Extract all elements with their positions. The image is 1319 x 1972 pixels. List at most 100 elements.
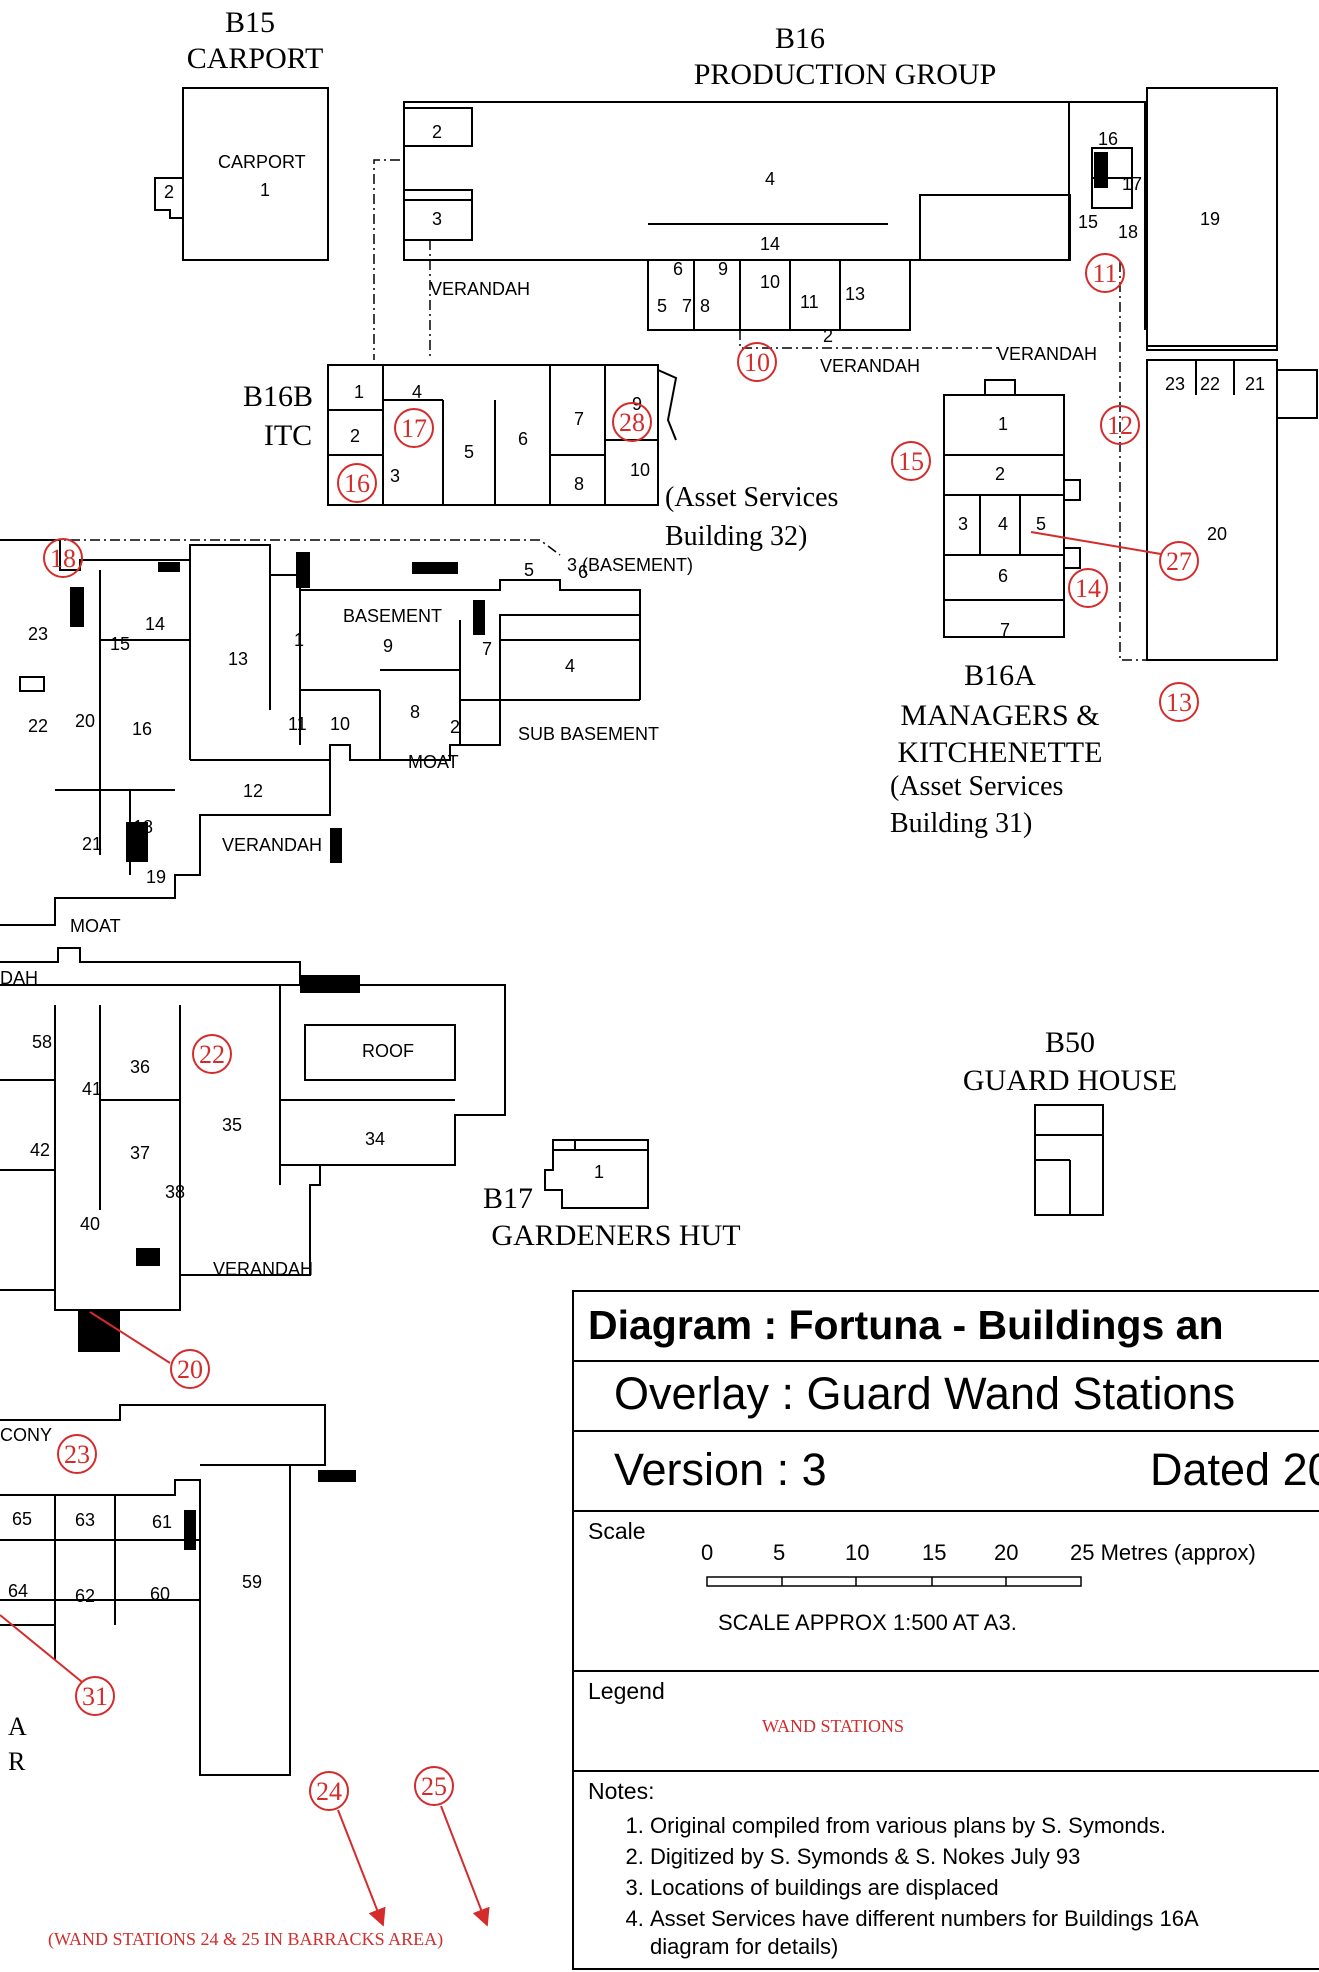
b16-room: 18 <box>1118 222 1138 242</box>
b16a-room: 2 <box>995 464 1005 484</box>
main-room: 21 <box>82 834 102 854</box>
b16a-room: 7 <box>1000 620 1010 640</box>
notes-continuation: diagram for details) <box>650 1934 839 1959</box>
b16a-room: 6 <box>998 566 1008 586</box>
b16a-room: 3 <box>958 514 968 534</box>
b16-room: 20 <box>1207 524 1227 544</box>
b16-room: 7 <box>682 296 692 316</box>
b15-id: B15 <box>225 6 275 39</box>
wand-station-marker <box>309 1771 349 1811</box>
wand-station-marker <box>1100 405 1140 445</box>
wand-station-label: 10 <box>744 348 770 377</box>
b16-room: 13 <box>845 284 865 304</box>
wand-station-marker <box>1068 568 1108 608</box>
building-b16b-outline <box>327 364 678 506</box>
b16b-asset-line2: Building 32) <box>665 521 807 552</box>
wand-station-marker <box>891 441 931 481</box>
wand-station-label: 27 <box>1166 547 1192 576</box>
lower-room: 34 <box>365 1129 385 1149</box>
version-label: Version : 3 <box>614 1444 827 1495</box>
wand-station-marker <box>192 1034 232 1074</box>
scale-end-label: 25 Metres (approx) <box>1070 1540 1256 1565</box>
lower-room: 60 <box>150 1584 170 1604</box>
b16-room: 14 <box>760 234 780 254</box>
wand-station-label: 12 <box>1107 411 1133 440</box>
overlay-title: Overlay : Guard Wand Stations <box>614 1368 1236 1419</box>
lower-room: 40 <box>80 1214 100 1234</box>
wand-station-label: 20 <box>177 1355 203 1384</box>
title-block: Diagram : Fortuna - Buildings an Overlay… <box>572 1290 1319 1970</box>
version-row: Version : 3 Dated 20 <box>574 1432 1319 1512</box>
b16b-asset-line1: (Asset Services <box>665 482 838 513</box>
wand-station-marker <box>394 408 434 448</box>
b16-room: 2 <box>823 326 833 346</box>
title-row: Diagram : Fortuna - Buildings an <box>574 1292 1319 1362</box>
wand-station-marker <box>1159 541 1199 581</box>
main-room: 19 <box>146 867 166 887</box>
main-room: 13 <box>228 649 248 669</box>
building-b50-outline <box>1034 1104 1104 1216</box>
b15-name: CARPORT <box>187 42 324 75</box>
b16-room: 9 <box>718 259 728 279</box>
verandah-label: VERANDAH <box>997 344 1097 364</box>
main-room: 1 <box>294 630 304 650</box>
main-room: 18 <box>133 817 153 837</box>
b16b-room: 5 <box>464 442 474 462</box>
notes-list: Original compiled from various plans by … <box>612 1810 1199 1934</box>
b16b-room: 1 <box>354 382 364 402</box>
building-b16-outline <box>403 87 1318 661</box>
verandah-label: VERANDAH <box>222 835 322 855</box>
main-room: 16 <box>132 719 152 739</box>
moat-label: MOAT <box>70 916 121 936</box>
verandah-label: VERANDAH <box>820 356 920 376</box>
b50-name: GUARD HOUSE <box>963 1064 1177 1097</box>
main-room: 10 <box>330 714 350 734</box>
main-room: 22 <box>28 716 48 736</box>
left-letter-r: R <box>8 1747 26 1776</box>
wand-station-marker <box>337 463 377 503</box>
legend-label: Legend <box>588 1678 665 1704</box>
building-bottom-outline <box>0 1404 326 1776</box>
b16-room: 3 <box>432 209 442 229</box>
scale-label: Scale <box>588 1518 646 1544</box>
lower-room: 65 <box>12 1509 32 1529</box>
main-room: 6 <box>578 562 588 582</box>
b17-name: GARDENERS HUT <box>491 1219 740 1252</box>
b16b-room: 7 <box>574 409 584 429</box>
lower-room: 58 <box>32 1032 52 1052</box>
cony-label: CONY <box>0 1425 52 1445</box>
lower-room: 63 <box>75 1510 95 1530</box>
scale-row: Scale 0 5 10 15 20 25 Metres (approx) SC… <box>574 1512 1319 1672</box>
main-room: 12 <box>243 781 263 801</box>
diagram-title: Diagram : Fortuna - Buildings an <box>588 1302 1224 1348</box>
scale-note: SCALE APPROX 1:500 AT A3. <box>718 1610 1017 1635</box>
notes-label: Notes: <box>588 1778 655 1804</box>
lower-room: 42 <box>30 1140 50 1160</box>
basement-3-label: 3 (BASEMENT) <box>567 555 693 575</box>
note-item: Digitized by S. Symonds & S. Nokes July … <box>650 1841 1199 1872</box>
b16a-asset-line1: (Asset Services <box>890 771 1063 802</box>
main-room: 2 <box>450 717 460 737</box>
wand-station-label: 14 <box>1075 574 1101 603</box>
b16-room: 4 <box>765 169 775 189</box>
main-room: 7 <box>482 639 492 659</box>
dated-label: Dated 20 <box>1150 1444 1319 1495</box>
notes-row: Notes: Original compiled from various pl… <box>574 1772 1319 1972</box>
note-item: Asset Services have different numbers fo… <box>650 1903 1199 1934</box>
b15-room-1: 1 <box>260 180 270 200</box>
wand-station-marker <box>737 342 777 382</box>
b16b-room: 2 <box>350 426 360 446</box>
lower-room: 62 <box>75 1586 95 1606</box>
overlay-row: Overlay : Guard Wand Stations <box>574 1362 1319 1432</box>
legend-row: Legend WAND STATIONS <box>574 1672 1319 1772</box>
b16a-id: B16A <box>964 659 1036 692</box>
b16-room: 2 <box>432 122 442 142</box>
verandah-label: VERANDAH <box>213 1259 313 1279</box>
wand-station-label: 16 <box>344 469 370 498</box>
scale-tick: 15 <box>922 1540 947 1565</box>
lower-room: 61 <box>152 1512 172 1532</box>
scale-tick: 20 <box>994 1540 1019 1565</box>
building-b16a-outline <box>943 379 1081 638</box>
b16-room: 10 <box>760 272 780 292</box>
wand-station-label: 24 <box>316 1777 342 1806</box>
